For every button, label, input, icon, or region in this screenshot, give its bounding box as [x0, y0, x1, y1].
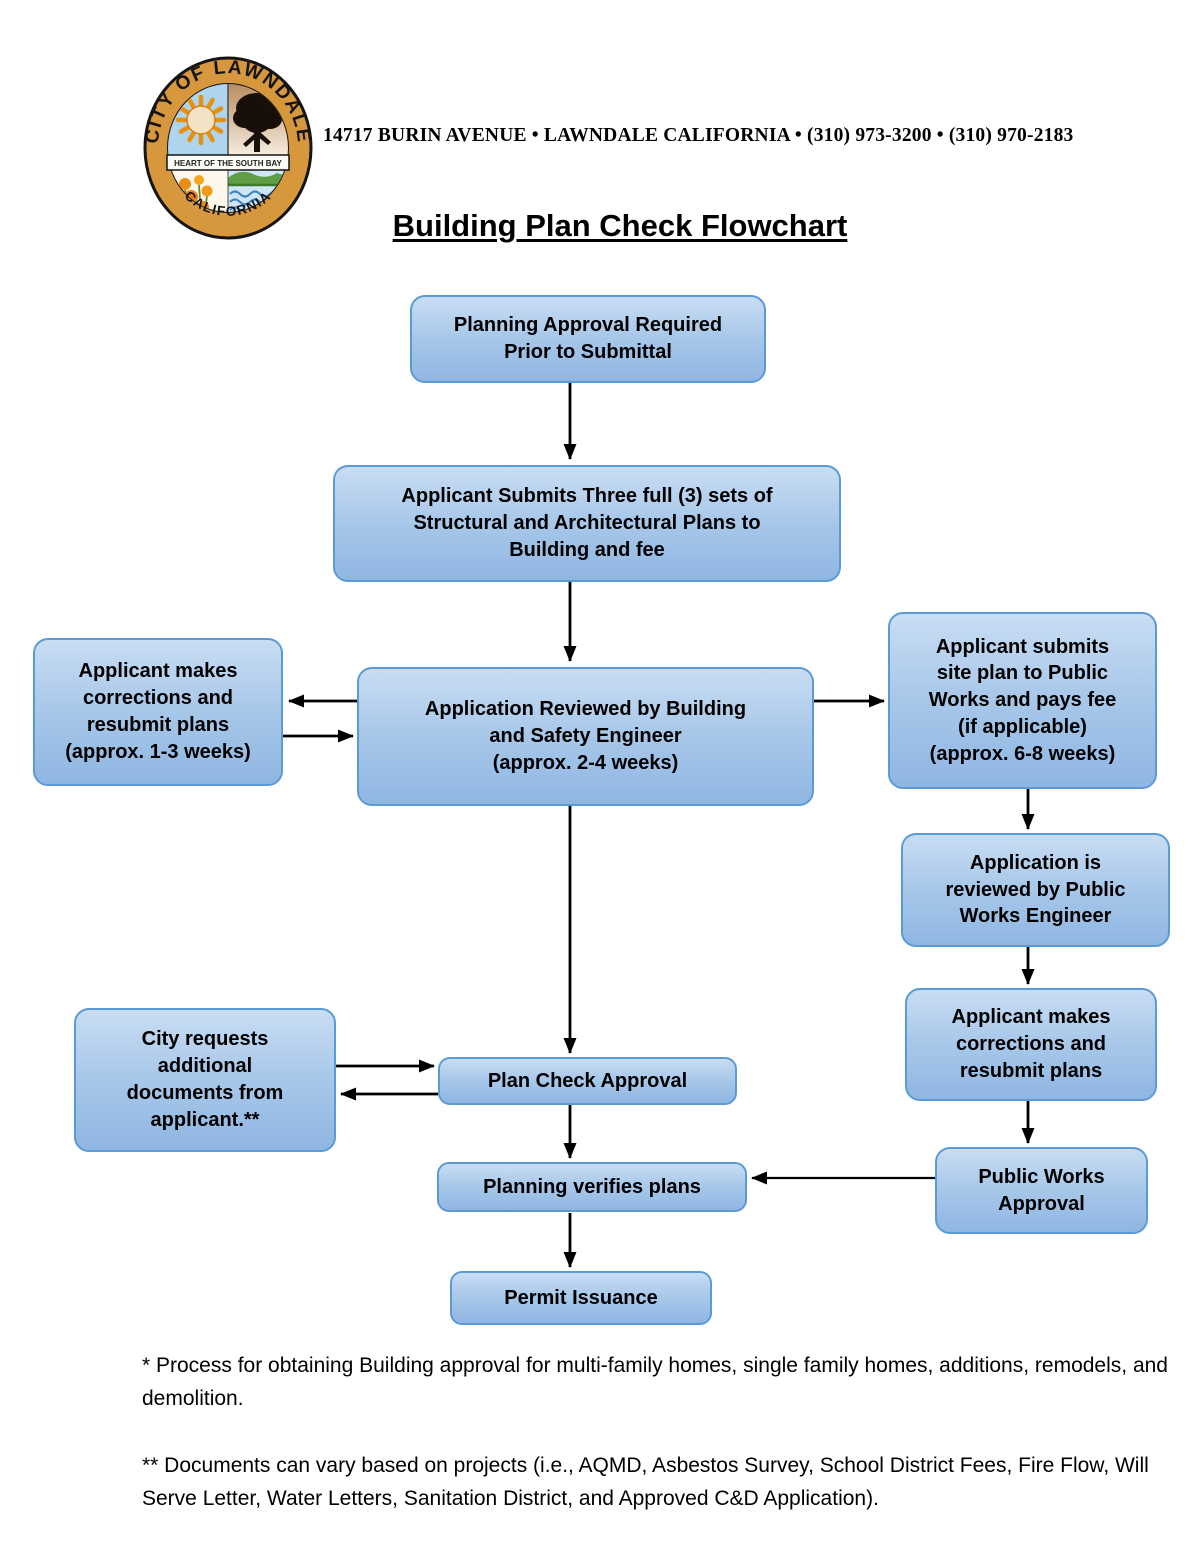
node-label: Applicant makes corrections and resubmit… [951, 1006, 1111, 1082]
flow-node-applicant-submits-plans: Applicant Submits Three full (3) sets of… [333, 465, 841, 582]
flow-node-city-requests-documents: City requests additional documents from … [74, 1008, 336, 1152]
flow-node-applicant-corrections-public-works: Applicant makes corrections and resubmit… [905, 988, 1157, 1101]
page-title: Building Plan Check Flowchart [392, 208, 848, 243]
node-label: Applicant Submits Three full (3) sets of… [401, 485, 773, 561]
node-label: Applicant submits site plan to Public Wo… [928, 635, 1117, 765]
node-label: Plan Check Approval [487, 1069, 688, 1092]
node-label: Application Reviewed by Building and Saf… [424, 698, 747, 774]
footnote-documents: ** Documents can vary based on projects … [142, 1454, 1149, 1510]
node-label: Permit Issuance [504, 1286, 658, 1309]
svg-text:HEART OF THE SOUTH BAY: HEART OF THE SOUTH BAY [174, 159, 282, 168]
flow-node-applicant-submits-site-plan: Applicant submits site plan to Public Wo… [888, 612, 1157, 789]
sun-rays-icon [175, 94, 227, 146]
node-label: Planning verifies plans [483, 1175, 701, 1198]
footnote-process: * Process for obtaining Building approva… [142, 1354, 1168, 1410]
flow-node-applicant-corrections-building: Applicant makes corrections and resubmit… [33, 638, 283, 786]
flow-node-application-reviewed-building-safety: Application Reviewed by Building and Saf… [357, 667, 814, 806]
node-label: Planning Approval Required Prior to Subm… [453, 314, 723, 363]
flow-node-permit-issuance: Permit Issuance [450, 1271, 712, 1325]
seal-band [166, 154, 290, 171]
address-line: 14717 BURIN AVENUE • LAWNDALE CALIFORNIA… [323, 125, 1074, 146]
node-label: Application is reviewed by Public Works … [945, 851, 1126, 928]
flow-node-application-reviewed-public-works: Application is reviewed by Public Works … [901, 833, 1170, 947]
flow-node-planning-verifies-plans: Planning verifies plans [437, 1162, 747, 1212]
sun-icon [186, 105, 216, 135]
seal-band-text: HEART OF THE SOUTH BAY [174, 159, 282, 168]
node-label: City requests additional documents from … [126, 1028, 284, 1131]
node-label: Public Works Approval [978, 1165, 1105, 1215]
flow-node-plan-check-approval: Plan Check Approval [438, 1057, 737, 1105]
city-of-lawndale-seal-logo: HEART OF THE SOUTH BAY CITY OF LAWNDALE … [143, 56, 313, 240]
tree-icon [233, 93, 282, 152]
flow-node-public-works-approval: Public Works Approval [935, 1147, 1148, 1234]
flow-node-planning-approval-required: Planning Approval Required Prior to Subm… [410, 295, 766, 383]
node-label: Applicant makes corrections and resubmit… [65, 660, 251, 763]
